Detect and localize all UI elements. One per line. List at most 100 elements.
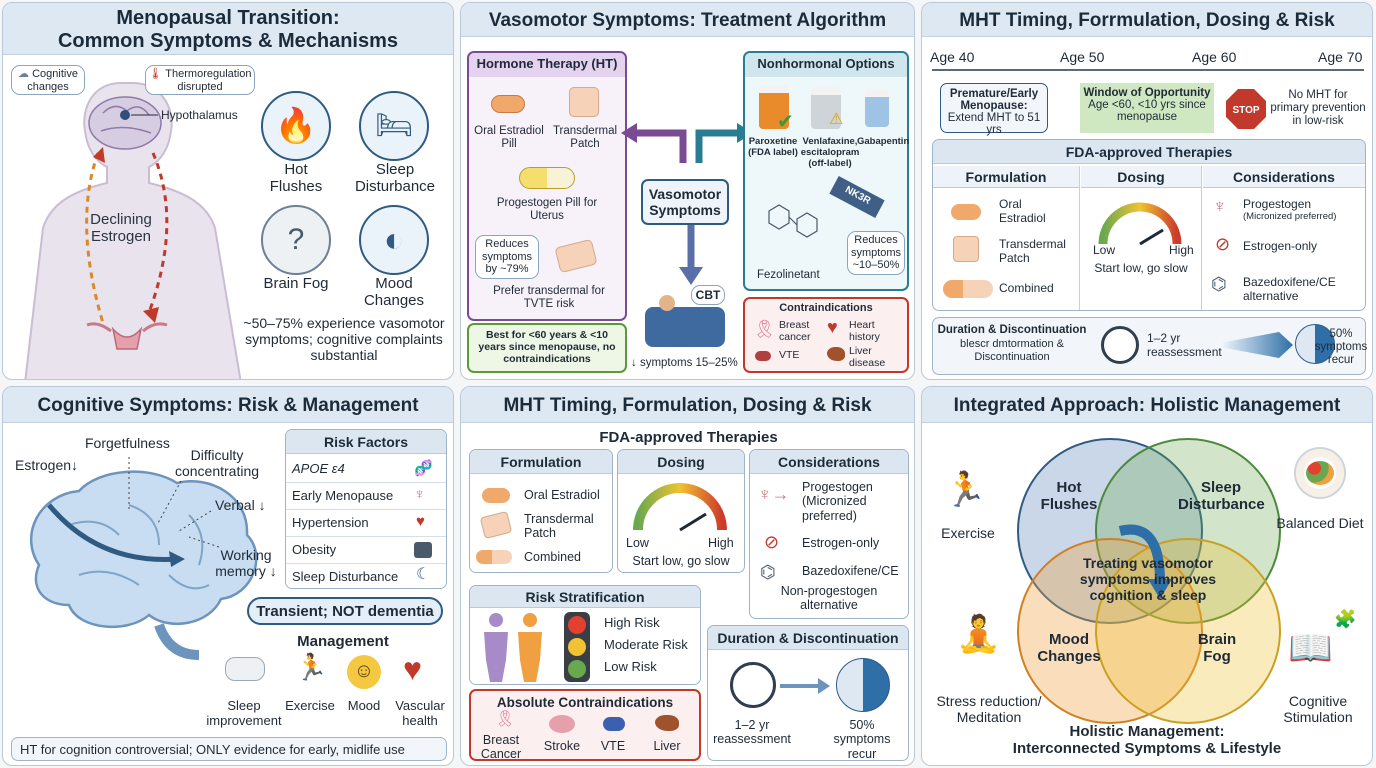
hot-flushes-label: Hot Flushes <box>269 161 323 196</box>
panel-title: Vasomotor Symptoms: Treatment Algorithm <box>461 3 914 37</box>
mood-changes-label: Mood Changes <box>363 275 425 310</box>
diet-label: Balanced Diet <box>1276 515 1364 531</box>
fezolinetant-label: Fezolinetant <box>757 269 820 281</box>
oral-pill-icon <box>482 488 510 503</box>
cbt-bubble: CBT <box>691 285 725 305</box>
bazedoxifene-label: Bazedoxifene/CE <box>802 564 899 578</box>
brain-icon <box>29 470 258 660</box>
brain-icon <box>549 715 575 733</box>
venn-diagram <box>1017 438 1281 724</box>
liver-disease-label: Liver disease <box>849 345 886 370</box>
col-formulation: Formulation <box>933 166 1079 188</box>
reduces-10-50-bubble: Reduces symptoms ~10–50% <box>847 231 905 275</box>
prevalence-note: ~50–75% experience vasomotor symptoms; c… <box>243 315 445 364</box>
uterus-icon: ♆ <box>414 486 426 503</box>
paroxetine-bottle-icon <box>759 85 789 129</box>
algorithm-arrows <box>621 123 753 285</box>
cognitive-bubble: ☁ Cognitive changes <box>11 65 85 95</box>
risk-sleep: Sleep Disturbance <box>292 569 399 584</box>
pillow-icon <box>225 657 265 681</box>
transdermal-label: Transdermal Patch <box>524 512 594 541</box>
nk3r-tag: NK3R <box>829 175 885 219</box>
thermometer-icon: 🌡 <box>148 68 163 80</box>
ht-title: Hormone Therapy (HT) <box>469 53 625 77</box>
high-risk-label: High Risk <box>604 615 660 630</box>
red-light <box>568 616 586 634</box>
venn-sleep: Sleep Disturbance <box>1178 479 1265 514</box>
divider <box>1201 166 1202 310</box>
panel-mht-timing-bottom: MHT Timing, Formulation, Dosing & Risk F… <box>460 386 915 766</box>
panel-mht-timing-top: MHT Timing, Forrmulation, Dosing & Risk … <box>921 2 1373 380</box>
ribbon-icon: 🎗 <box>753 319 776 339</box>
gauge-high: High <box>1169 243 1194 257</box>
molecule-icon: ⌬ <box>1211 274 1227 294</box>
molecule-icon <box>768 204 818 238</box>
sleep-disturbance-label: Sleep Disturbance <box>354 161 436 196</box>
gabapentin-label: Gabapentin <box>857 136 910 147</box>
a-vte: VTE <box>600 739 626 753</box>
gauge-high: High <box>708 536 734 550</box>
molecule-icon: ⌬ <box>760 562 776 582</box>
transient-badge: Transient; NOT dementia <box>247 597 443 625</box>
cognitive-label: Cognitive Stimulation <box>1283 693 1353 726</box>
footer-title: Holistic Management: Interconnected Symp… <box>1012 723 1282 758</box>
age-70: Age 70 <box>1318 49 1363 65</box>
duration-box: Duration & Discontinuation blescr dmtorm… <box>932 317 1368 375</box>
fda-therapies-box: FDA-approved Therapies Formulation Dosin… <box>932 139 1366 311</box>
pointer-lines <box>128 457 220 548</box>
mgmt-mood: Mood <box>347 698 381 713</box>
panel-integrated-approach: Integrated Approach: Holistic Management… <box>921 386 1373 766</box>
combined-icon <box>943 280 993 298</box>
body-silhouette-icon <box>24 82 242 379</box>
mgmt-exercise: Exercise <box>285 698 335 713</box>
heart-icon: ♥ <box>416 513 425 530</box>
management-title: Management <box>297 633 389 650</box>
puzzle-icon: 🧩 <box>1334 609 1357 629</box>
heart-history-label: Heart history <box>849 319 880 344</box>
no-mht-label: No MHT for primary prevention in low-ris… <box>1270 89 1366 128</box>
brain-icon: ☁ <box>18 68 30 80</box>
vte-icon <box>603 717 625 731</box>
clock-icon <box>730 662 776 708</box>
hormone-therapy-box: Hormone Therapy (HT) Oral Estradiol Pill… <box>467 51 627 321</box>
panel-title: Menopausal Transition: Common Symptoms &… <box>3 3 453 55</box>
heart-icon: ♥ <box>827 317 838 337</box>
cbt-note: ↓ symptoms 15–25% <box>631 357 738 369</box>
risk-stratification-card: Risk Stratification High Risk Moderate R… <box>469 585 701 685</box>
venn-mood: Mood Changes <box>1037 631 1101 666</box>
smiley-icon: ☺ <box>347 655 381 689</box>
breast-cancer-label: Breast cancer <box>779 319 811 344</box>
window-of-opportunity: Window of Opportunity Age <60, <10 yrs s… <box>1080 83 1214 133</box>
taper-arrow <box>1223 332 1293 358</box>
dosing-card: Dosing Low High Start low, go slow <box>617 449 745 573</box>
gauge-low: Low <box>1093 243 1116 257</box>
pct-recur-label: 50% symptoms recur <box>1314 328 1368 367</box>
a-stroke: Stroke <box>543 739 581 753</box>
taper-arrow <box>780 678 830 694</box>
moon-icon: ☾ <box>416 566 431 583</box>
low-risk-label: Low Risk <box>604 659 657 674</box>
best-for-box: Best for <60 years & <10 years since men… <box>467 323 627 373</box>
venn-fog: Brain Fog <box>1197 631 1237 666</box>
premature-box: Premature/Early Menopause: Extend MHT to… <box>940 83 1048 136</box>
age-50: Age 50 <box>1060 49 1105 65</box>
duration-card: Duration & Discontinuation 1–2 yr reasse… <box>707 625 909 761</box>
risk-apoe: APOE ε4 <box>292 461 345 476</box>
considerations-card: Considerations ♆→ Progestogen (Micronize… <box>749 449 909 619</box>
progestogen-label: Progestogen Pill for Uterus <box>496 197 598 223</box>
checkmark-icon: ✔ <box>777 111 794 133</box>
bazedoxifene-label: Bazedoxifene/CE alternative <box>1243 275 1336 303</box>
panel-title: MHT Timing, Forrmulation, Dosing & Risk <box>922 3 1372 37</box>
progestogen-pill-icon <box>519 167 575 189</box>
no-uterus-icon: ⊘ <box>1215 234 1231 254</box>
oral-label: Oral Estradiol <box>524 488 600 502</box>
moderate-risk-label: Moderate Risk <box>604 637 688 652</box>
ribbon-icon: 🎗 <box>495 711 516 728</box>
combined-label: Combined <box>524 550 581 564</box>
uterus-icon: ♆→ <box>758 484 790 504</box>
progestogen-label: Progestogen <box>1243 197 1312 211</box>
venlafaxine-label: Venlafaxine, escitalopram (off-label) <box>800 136 860 169</box>
meditation-icon: 🧘 <box>956 613 1001 654</box>
runner-icon: 🏃 <box>944 471 987 509</box>
risk-hypertension: Hypertension <box>292 515 369 530</box>
